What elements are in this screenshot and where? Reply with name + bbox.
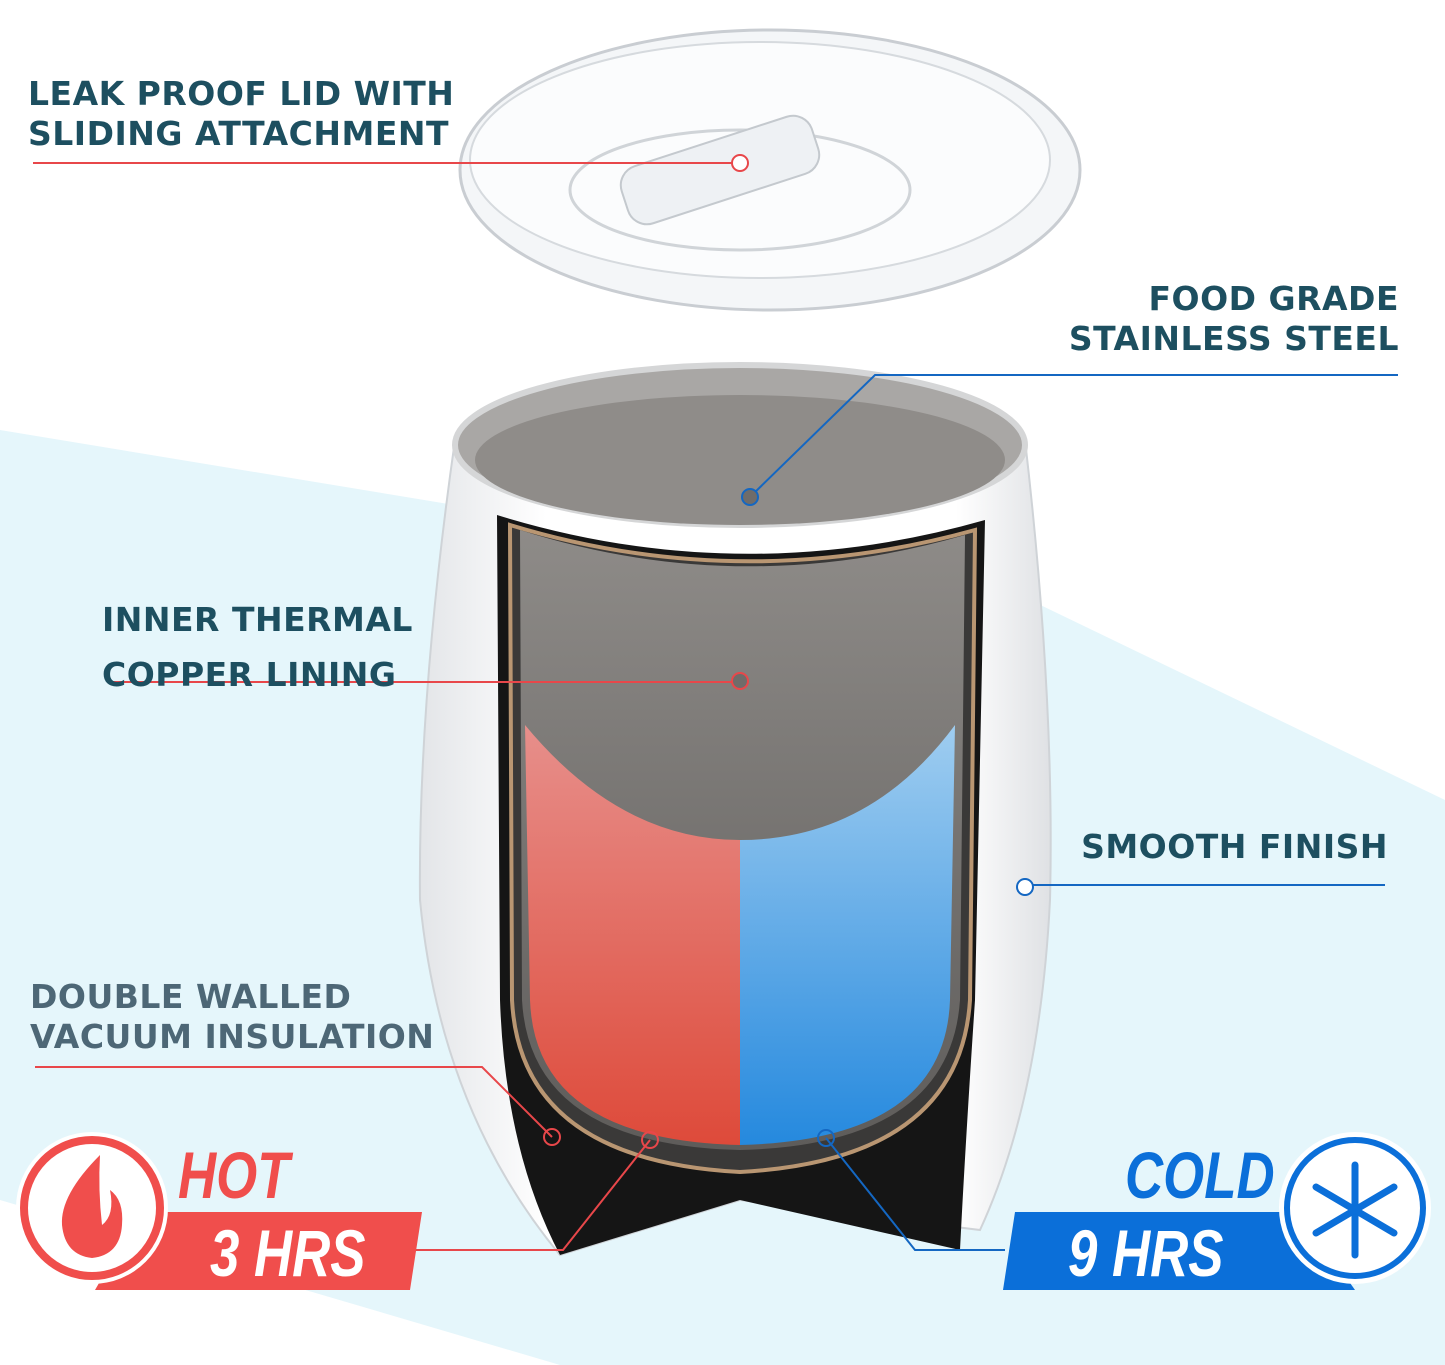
callout-copper-line1: INNER THERMAL <box>102 600 413 639</box>
callout-vacuum-line2: VACUUM INSULATION <box>30 1017 435 1056</box>
hot-fill <box>525 725 740 1145</box>
snowflake-icon <box>1312 1161 1398 1259</box>
callout-lid-line2: SLIDING ATTACHMENT <box>28 114 450 153</box>
cold-label: COLD <box>1125 1138 1275 1212</box>
hot-label: HOT <box>178 1138 290 1212</box>
cold-banner <box>1003 1212 1355 1290</box>
callout-finish-line1: SMOOTH FINISH <box>1081 827 1388 866</box>
callout-steel: FOOD GRADE STAINLESS STEEL <box>1069 279 1399 359</box>
hot-banner <box>95 1212 422 1290</box>
callout-vacuum-line1: DOUBLE WALLED <box>30 977 352 1016</box>
callout-copper: INNER THERMAL COPPER LINING <box>102 592 413 702</box>
lid-graphic <box>458 28 1082 312</box>
callout-steel-line2: STAINLESS STEEL <box>1068 319 1399 358</box>
hot-duration: 3 HRS <box>210 1216 366 1290</box>
callout-copper-line2: COPPER LINING <box>102 655 397 694</box>
callout-lid-line1: LEAK PROOF LID WITH <box>28 74 455 113</box>
callout-vacuum: DOUBLE WALLED VACUUM INSULATION <box>30 977 434 1057</box>
callout-finish: SMOOTH FINISH <box>1081 827 1388 867</box>
cold-fill <box>740 725 955 1145</box>
callout-steel-line1: FOOD GRADE <box>1148 279 1399 318</box>
callout-lid: LEAK PROOF LID WITH SLIDING ATTACHMENT <box>28 74 454 154</box>
cold-duration: 9 HRS <box>1068 1216 1224 1290</box>
flame-icon <box>61 1155 123 1258</box>
